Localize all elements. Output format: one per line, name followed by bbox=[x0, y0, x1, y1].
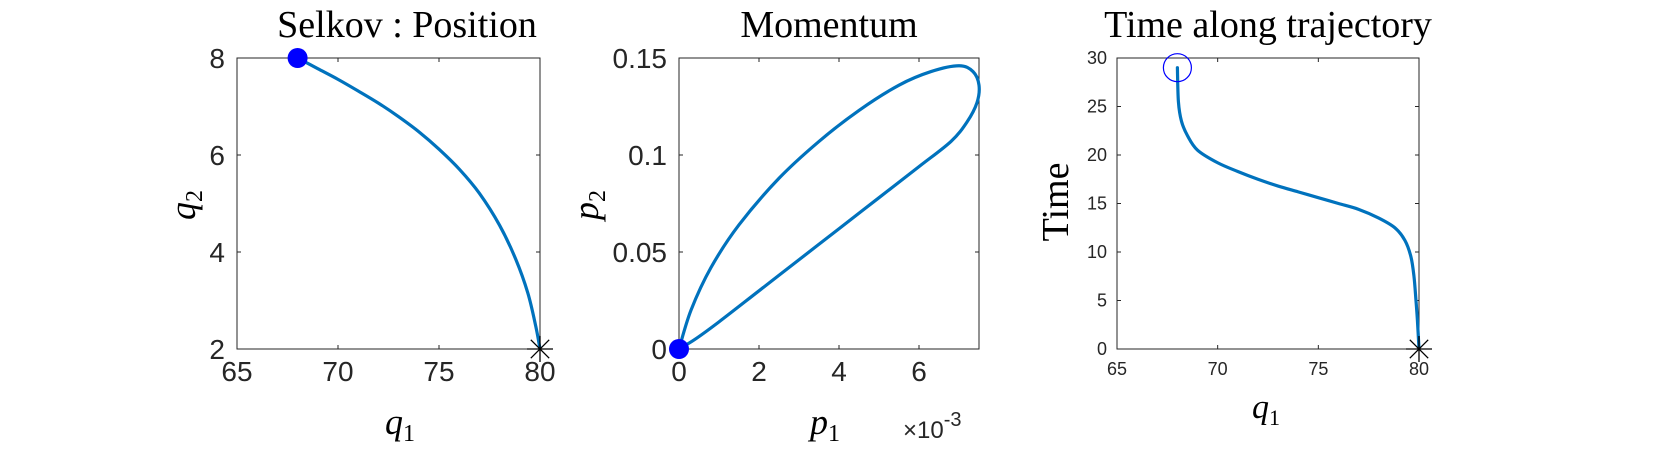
x-tick-label: 4 bbox=[831, 356, 847, 387]
x-tick-label: 80 bbox=[1409, 359, 1429, 379]
x-tick-label: 65 bbox=[1107, 359, 1127, 379]
ticks-momentum: 0 2 4 6 0 0.05 0.1 0.15 bbox=[613, 43, 979, 387]
y-tick-label: 0.15 bbox=[613, 43, 668, 74]
panel-momentum: Momentum 0 2 4 6 0 0.05 0.1 0.15 p1 ×10-3 p2 bbox=[566, 4, 981, 447]
y-tick-label: 4 bbox=[209, 237, 225, 268]
markers-momentum bbox=[669, 339, 689, 359]
markers-position bbox=[287, 48, 553, 362]
ylabel-momentum: p2 bbox=[566, 190, 611, 223]
y-tick-label: 15 bbox=[1087, 194, 1107, 214]
y-tick-label: 0 bbox=[651, 334, 667, 365]
xlabel-position: q1 bbox=[385, 402, 415, 447]
x-tick-label: 75 bbox=[1308, 359, 1328, 379]
ylabel-time: Time bbox=[1035, 163, 1077, 242]
y-tick-label: 6 bbox=[209, 140, 225, 171]
axes-box-momentum bbox=[678, 57, 980, 350]
y-tick-label: 25 bbox=[1087, 97, 1107, 117]
markers-time bbox=[1162, 53, 1432, 362]
x-tick-label: 6 bbox=[911, 356, 927, 387]
y-tick-label: 20 bbox=[1087, 145, 1107, 165]
end-marker bbox=[527, 336, 553, 362]
start-marker bbox=[287, 48, 308, 68]
y-tick-label: 30 bbox=[1087, 48, 1107, 68]
x-tick-label: 65 bbox=[221, 356, 252, 387]
y-tick-label: 2 bbox=[209, 334, 225, 365]
axes-box-position bbox=[236, 57, 541, 350]
y-tick-label: 0.05 bbox=[613, 237, 668, 268]
end-marker bbox=[1406, 336, 1432, 362]
trajectory-line bbox=[296, 56, 542, 351]
title-position: Selkov : Position bbox=[277, 4, 537, 46]
title-momentum: Momentum bbox=[740, 4, 917, 46]
x-tick-label: 0 bbox=[671, 356, 687, 387]
y-tick-label: 8 bbox=[209, 43, 225, 74]
xlabel-momentum: p1 bbox=[807, 402, 840, 447]
y-tick-label: 0.1 bbox=[628, 140, 667, 171]
title-time: Time along trajectory bbox=[1104, 4, 1432, 46]
x-tick-label: 75 bbox=[423, 356, 454, 387]
xlabel-time: q1 bbox=[1252, 389, 1280, 430]
trajectory-line bbox=[677, 64, 981, 351]
x-exponent-momentum: ×10-3 bbox=[903, 409, 962, 444]
series-position bbox=[296, 56, 542, 351]
start-marker bbox=[669, 339, 689, 359]
y-tick-label: 0 bbox=[1097, 339, 1107, 359]
x-tick-label: 70 bbox=[1208, 359, 1228, 379]
series-momentum bbox=[677, 64, 981, 351]
ylabel-position: q2 bbox=[163, 190, 208, 220]
trajectory-line bbox=[1175, 66, 1421, 351]
series-time bbox=[1175, 66, 1421, 351]
ticks-time: 65 70 75 80 0 5 10 15 20 25 30 bbox=[1087, 48, 1429, 379]
axes-box-time bbox=[1116, 57, 1420, 350]
x-tick-label: 70 bbox=[322, 356, 353, 387]
start-marker bbox=[1162, 53, 1193, 83]
x-tick-label: 2 bbox=[751, 356, 767, 387]
y-tick-label: 10 bbox=[1087, 242, 1107, 262]
y-tick-label: 5 bbox=[1097, 291, 1107, 311]
panel-time: Time along trajectory 65 70 75 80 0 5 10 15 20 25… bbox=[1035, 4, 1432, 430]
